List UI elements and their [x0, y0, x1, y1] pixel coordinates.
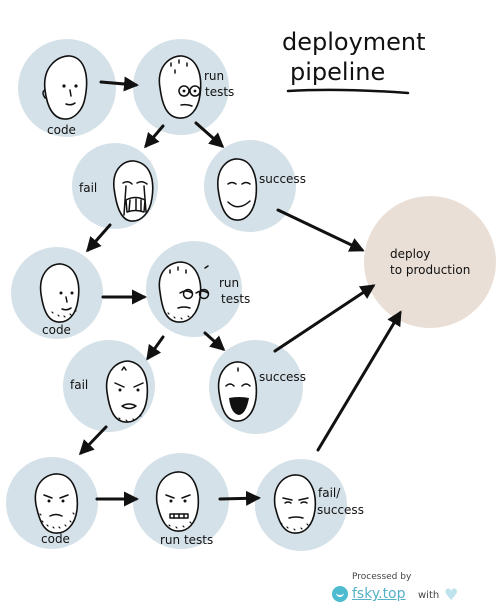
node-label-code-1: code — [47, 123, 76, 137]
arrow-success1-to-deploy — [276, 208, 365, 252]
arrow-fail1-to-code2 — [86, 223, 112, 253]
node-label-code-2: code — [42, 323, 71, 337]
heart-icon: ♥ — [444, 585, 459, 604]
flow-arrows — [78, 76, 402, 507]
node-label-run-tests-1-line2: tests — [205, 85, 234, 99]
node-label-fail-2: fail — [70, 378, 88, 392]
node-label-fail-1: fail — [79, 181, 97, 195]
arrow-tests3-to-failsuccess — [218, 490, 261, 506]
diagram-title: deployment pipeline — [282, 28, 426, 95]
node-label-success-2: success — [259, 370, 306, 384]
processed-by-text: Processed by — [352, 572, 412, 582]
node-label-deploy-line1: deploy — [390, 247, 430, 261]
title-underline — [286, 88, 410, 95]
title-line-1: deployment — [282, 28, 426, 56]
determined-face-icon — [273, 474, 317, 534]
node-label-fail-success-line1: fail/ — [318, 486, 341, 500]
arrow-tests2-to-success2 — [203, 331, 226, 351]
stubble-face-icon — [39, 263, 80, 323]
code-face-icon — [42, 55, 88, 120]
node-label-run-tests-2-line1: run — [219, 276, 239, 290]
arrow-code1-to-tests1 — [99, 76, 139, 92]
node-label-run-tests-3: run tests — [160, 533, 213, 547]
face-logo-icon — [332, 586, 348, 602]
angry-face-icon — [105, 360, 149, 423]
node-label-code-3: code — [41, 532, 70, 546]
worried-face-icon — [158, 55, 202, 119]
arrow-success2-to-deploy — [273, 284, 376, 353]
arrow-tests1-to-fail1 — [144, 124, 165, 149]
grimacing-face-icon — [155, 471, 200, 532]
happy-face-icon — [217, 158, 258, 221]
arrow-fail2-to-code3 — [78, 425, 108, 456]
node-label-fail-success-line2: success — [317, 503, 364, 517]
node-circles — [6, 39, 496, 551]
node-label-success-1: success — [259, 172, 306, 186]
with-text: with — [418, 590, 440, 601]
title-line-2: pipeline — [290, 58, 385, 86]
node-label-run-tests-1-line1: run — [204, 69, 224, 83]
arrow-tests1-to-success1 — [194, 121, 225, 148]
arrow-tests2-to-fail2 — [146, 335, 165, 361]
processed-by-footer: Processed by fsky.top with ♥ — [328, 572, 478, 606]
arrow-failsuccess-to-deploy — [316, 310, 402, 452]
crying-face-icon — [113, 160, 154, 222]
frowning-face-icon — [34, 473, 79, 534]
node-circle-deploy — [364, 196, 496, 328]
node-label-deploy-line2: to production — [390, 263, 470, 277]
stressed-face-icon — [158, 261, 210, 323]
node-label-run-tests-2-line2: tests — [221, 292, 250, 306]
brand-link[interactable]: fsky.top — [352, 586, 406, 602]
laughing-face-icon — [217, 361, 258, 422]
